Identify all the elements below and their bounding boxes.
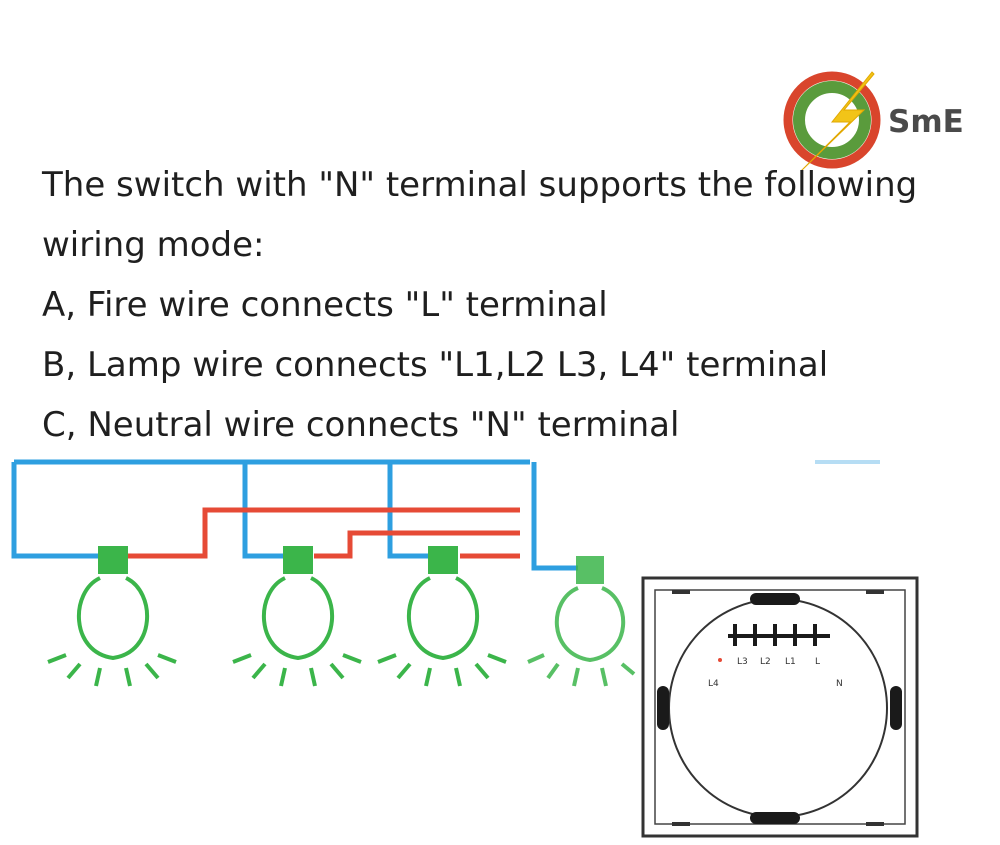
lamp-wire-1: [128, 507, 520, 559]
neutral-wires: [11, 459, 578, 571]
neutral-wire-lamp-3: [387, 462, 430, 559]
terminal-red-dot: [718, 658, 722, 662]
terminal-strip: [728, 624, 830, 646]
logo-inner-ring: [793, 81, 871, 159]
lamp-4-bulb: [554, 586, 626, 663]
corner-mark-br: [866, 822, 884, 826]
neutral-wire-lamp-1: [11, 462, 100, 559]
lamp-3-bulb: [407, 576, 479, 661]
logo-outer-ring: [783, 71, 881, 169]
terminal-label-l: L: [815, 657, 820, 667]
lamp-1-base: [98, 546, 128, 574]
terminal-label-l3: L3: [737, 657, 748, 667]
description-line-5: C, Neutral wire connects "N" terminal: [42, 405, 680, 445]
corner-mark-bl: [672, 822, 690, 826]
terminal-label-l2: L2: [760, 657, 771, 667]
terminal-label-l4: L4: [708, 679, 719, 689]
lamp-4-base: [576, 556, 604, 584]
description-line-4: B, Lamp wire connects "L1,L2 L3, L4" ter…: [42, 345, 829, 385]
neutral-wire-lamp-4: [531, 462, 578, 571]
lamp-1-bulb: [77, 576, 149, 661]
terminal-label-n: N: [836, 679, 843, 689]
description-line-3: A, Fire wire connects "L" terminal: [42, 285, 608, 325]
wiring-description: The switch with "N" terminal supports th…: [42, 155, 992, 455]
lamp-2-bulb: [262, 576, 334, 661]
switch-outer-frame: [641, 576, 919, 838]
lamp-2-base: [283, 546, 313, 574]
neutral-wire-lamp-2: [242, 462, 285, 559]
terminal-label-l1: L1: [785, 657, 796, 667]
corner-mark-tr: [866, 590, 884, 594]
switch-plate: L3 L2 L1 L L4 N: [641, 576, 919, 838]
sme-logo: [783, 71, 881, 170]
bottom-clip: [750, 812, 800, 824]
left-clip: [657, 686, 669, 730]
lamp-1: [47, 546, 177, 687]
description-line-2: wiring mode:: [42, 225, 265, 265]
lamp-4: [527, 556, 636, 687]
corner-mark-tl: [672, 590, 690, 594]
right-clip: [890, 686, 902, 730]
lamp-wire-2: [314, 530, 520, 559]
lamp-2: [232, 546, 362, 687]
logo-text: SmE: [888, 104, 964, 140]
top-clip: [750, 593, 800, 605]
lamp-wires: [128, 507, 520, 559]
description-line-1: The switch with "N" terminal supports th…: [42, 165, 918, 205]
lightning-bolt-icon: [801, 71, 875, 170]
lamp-3-base: [428, 546, 458, 574]
lamp-3: [377, 546, 507, 687]
